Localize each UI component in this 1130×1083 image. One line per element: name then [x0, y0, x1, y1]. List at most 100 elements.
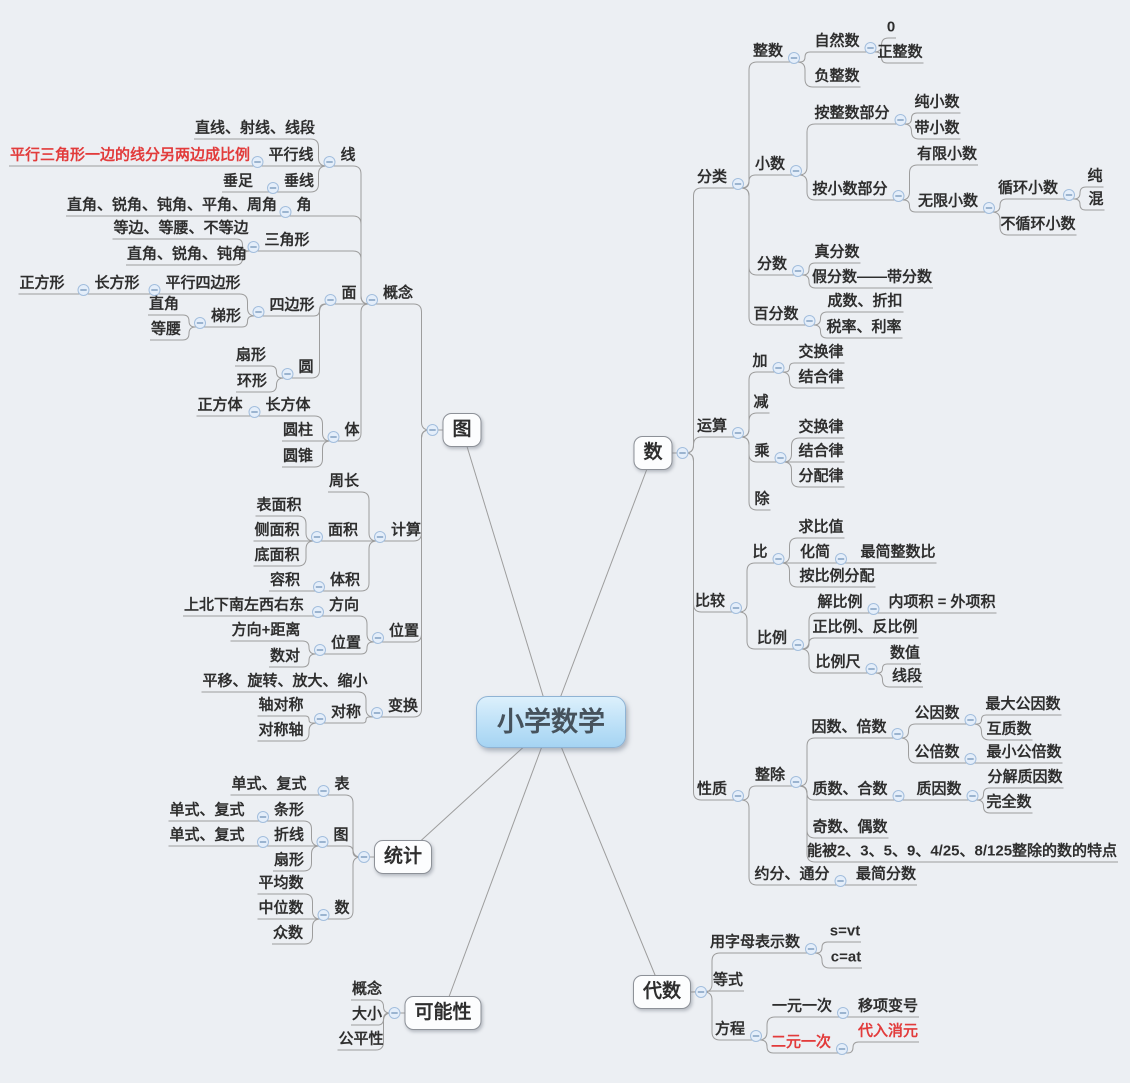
node-huanxing[interactable]: 环形	[236, 372, 268, 390]
node-yuan[interactable]: 圆	[298, 358, 314, 376]
node-fuzhengshu[interactable]: 负整数	[814, 67, 860, 85]
node-zhongweishu[interactable]: 中位数	[258, 899, 304, 917]
node-chengshuzhekou[interactable]: 成数、折扣	[827, 292, 903, 310]
node-fenjiezhiyinshu[interactable]: 分解质因数	[987, 768, 1063, 786]
node-chengjiehe[interactable]: 结合律	[798, 442, 844, 460]
collapse-icon[interactable]	[750, 1030, 762, 1042]
node-jiafenshu[interactable]: 假分数——带分数	[811, 268, 933, 286]
node-jia[interactable]: 加	[752, 352, 768, 370]
node-sanjiaoxing[interactable]: 三角形	[264, 231, 310, 249]
collapse-icon[interactable]	[695, 986, 707, 998]
collapse-icon[interactable]	[732, 427, 744, 439]
node-dimianji[interactable]: 底面积	[254, 546, 300, 564]
collapse-icon[interactable]	[252, 306, 265, 318]
node-zhexian[interactable]: 折线	[273, 826, 305, 844]
collapse-icon[interactable]	[837, 1007, 849, 1019]
node-zhenfenshu[interactable]: 真分数	[814, 243, 860, 261]
node-dengshi[interactable]: 等式	[712, 971, 744, 989]
collapse-icon[interactable]	[388, 1007, 401, 1019]
node-kngainian[interactable]: 概念	[351, 980, 383, 998]
node-tjshu[interactable]: 数	[334, 899, 350, 917]
collapse-icon[interactable]	[966, 790, 979, 802]
node-daishu[interactable]: 代数	[632, 975, 692, 1009]
node-daxiao[interactable]: 大小	[351, 1005, 383, 1023]
collapse-icon[interactable]	[374, 531, 386, 543]
node-anbilifenpei[interactable]: 按比例分配	[799, 567, 875, 585]
node-pingxingxian[interactable]: 平行线	[268, 146, 314, 164]
node-ziranshu[interactable]: 自然数	[814, 32, 860, 50]
collapse-icon[interactable]	[248, 406, 261, 418]
node-huzhishu[interactable]: 互质数	[986, 720, 1032, 738]
collapse-icon[interactable]	[894, 114, 907, 126]
node-wuxianxiaoshu[interactable]: 无限小数	[917, 192, 979, 210]
collapse-icon[interactable]	[788, 52, 800, 64]
collapse-icon[interactable]	[257, 811, 269, 823]
collapse-icon[interactable]	[676, 447, 689, 459]
node-zuijianfenshu[interactable]: 最简分数	[855, 865, 917, 883]
collapse-icon[interactable]	[964, 753, 977, 765]
node-jiebili[interactable]: 解比例	[817, 593, 863, 611]
node-yixiangbianhao[interactable]: 移项变号	[857, 997, 919, 1015]
node-pingxingbili[interactable]: 平行三角形一边的线分另两边成比例	[9, 146, 251, 164]
node-zhishexianduan[interactable]: 直线、射线、线段	[194, 119, 316, 137]
node-chengf[interactable]: 乘	[754, 442, 770, 460]
collapse-icon[interactable]	[251, 156, 264, 168]
node-nengbei[interactable]: 能被2、3、5、9、4/25、8/125整除的数的特点	[806, 842, 1118, 860]
node-xianduan[interactable]: 线段	[891, 667, 923, 685]
collapse-icon[interactable]	[805, 943, 817, 955]
node-dairuxiaoyuan[interactable]: 代入消元	[857, 1022, 919, 1040]
node-zhishuheshu[interactable]: 质数、合数	[812, 780, 888, 798]
node-yuefentongfen[interactable]: 约分、通分	[754, 865, 830, 883]
node-daixiaoshu[interactable]: 带小数	[914, 119, 960, 137]
node-duichen[interactable]: 对称	[330, 703, 362, 721]
node-tixingdengyao[interactable]: 等腰	[150, 320, 182, 338]
node-zhengchu[interactable]: 整除	[754, 766, 786, 784]
node-fangcheng[interactable]: 方程	[714, 1020, 746, 1038]
node-zuidagongyinshu[interactable]: 最大公因数	[985, 695, 1061, 713]
collapse-icon[interactable]	[865, 663, 878, 675]
node-fenpeilv[interactable]: 分配律	[798, 467, 844, 485]
node-yuanzhui[interactable]: 圆锥	[282, 447, 314, 465]
node-changfangti[interactable]: 长方体	[265, 396, 311, 414]
node-mian[interactable]: 面	[341, 284, 357, 302]
collapse-icon[interactable]	[1063, 189, 1075, 201]
node-shangbei[interactable]: 上北下南左西右东	[183, 596, 305, 614]
node-bi[interactable]: 比	[752, 543, 768, 561]
node-yinshubeishu[interactable]: 因数、倍数	[811, 718, 887, 736]
node-bili[interactable]: 比例	[756, 629, 788, 647]
node-fangxiangjuli[interactable]: 方向+距离	[231, 621, 301, 639]
collapse-icon[interactable]	[371, 707, 383, 719]
node-zhengfangti[interactable]: 正方体	[197, 396, 243, 414]
node-gongpingxing[interactable]: 公平性	[338, 1030, 384, 1048]
node-tixingzhijiao[interactable]: 直角	[148, 295, 180, 313]
node-zhengzhengshu[interactable]: 正整数	[877, 43, 923, 61]
node-zhengfanbili[interactable]: 正比例、反比例	[812, 618, 918, 636]
collapse-icon[interactable]	[732, 790, 744, 802]
node-ti[interactable]: 体	[344, 421, 360, 439]
node-biaodanfu[interactable]: 单式、复式	[231, 775, 307, 793]
node-shuilvlilv[interactable]: 税率、利率	[826, 318, 902, 336]
collapse-icon[interactable]	[313, 581, 325, 593]
node-xunhuanxiaoshu[interactable]: 循环小数	[997, 179, 1059, 197]
node-biao[interactable]: 表	[334, 775, 350, 793]
node-mianji[interactable]: 面积	[327, 521, 359, 539]
collapse-icon[interactable]	[77, 284, 90, 296]
collapse-icon[interactable]	[835, 553, 847, 565]
node-ling[interactable]: 0	[886, 18, 896, 36]
node-bilichi[interactable]: 比例尺	[815, 653, 861, 671]
node-xian[interactable]: 线	[340, 146, 356, 164]
node-anzhengshubufen[interactable]: 按整数部分	[814, 104, 890, 122]
collapse-icon[interactable]	[892, 190, 905, 202]
node-svt[interactable]: s=vt	[829, 922, 861, 940]
collapse-icon[interactable]	[366, 294, 378, 306]
collapse-icon[interactable]	[324, 294, 337, 306]
collapse-icon[interactable]	[792, 265, 804, 277]
collapse-icon[interactable]	[279, 206, 292, 218]
collapse-icon[interactable]	[772, 362, 785, 374]
node-zhongshu[interactable]: 众数	[272, 924, 304, 942]
collapse-icon[interactable]	[317, 909, 330, 921]
node-xingzhi[interactable]: 性质	[696, 780, 728, 798]
node-cat[interactable]: c=at	[830, 948, 862, 966]
node-jiajiaohuan[interactable]: 交换律	[798, 343, 844, 361]
collapse-icon[interactable]	[314, 644, 326, 656]
